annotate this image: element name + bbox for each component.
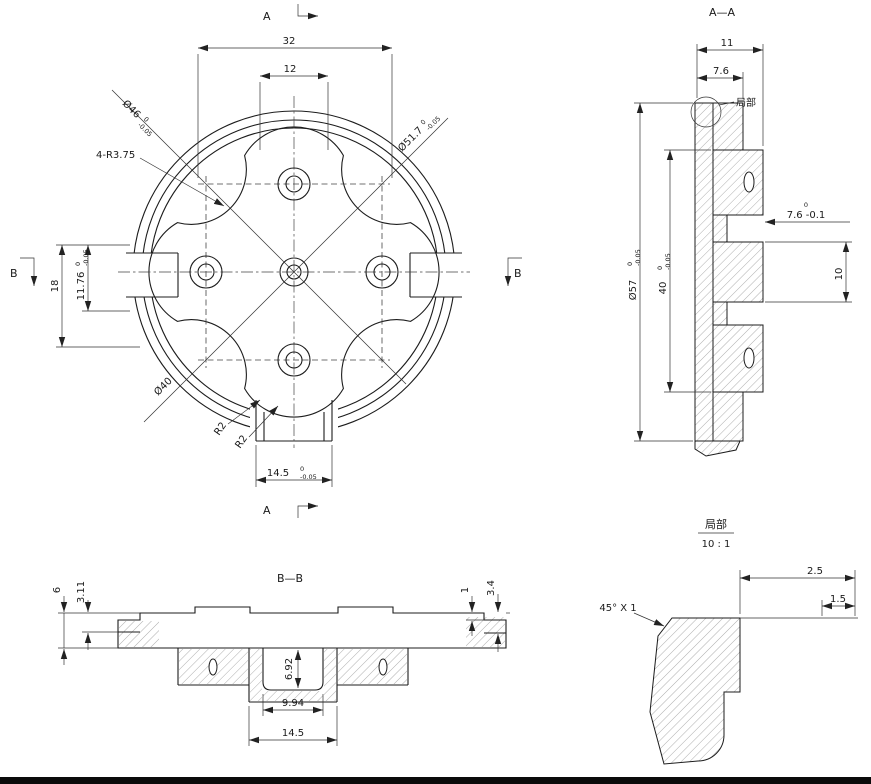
front-view-bottom-tab (250, 398, 338, 446)
dia57-tol-lower: -0.05 (634, 249, 642, 266)
aa-detail-balloon: 局部 (690, 96, 756, 128)
dim-9-94: 9.94 (262, 694, 324, 716)
section-marker-b-right: B (504, 257, 522, 286)
dim-11-76-tol-upper: 0 (74, 262, 82, 266)
section-aa-view: A—A 局部 11 (626, 6, 852, 457)
dim-2-5: 2.5 (739, 566, 856, 616)
dim-3-4-label: 3.4 (486, 580, 497, 596)
dim-32-label: 32 (283, 36, 296, 47)
front-view: 32 12 Ø46 0 -0.05 Ø51.7 0 -0.05 Ø40 4-R3… (10, 4, 522, 518)
dim-2-5-label: 2.5 (807, 566, 823, 577)
marker-a-top-label: A (263, 10, 271, 23)
section-bb-view: B—B (52, 572, 510, 746)
dim-1: 1 (460, 587, 484, 636)
marker-b-right-label: B (514, 267, 522, 280)
chamfer-label: 45° X 1 (599, 603, 636, 614)
dia57-label: Ø57 (627, 280, 639, 301)
marker-a-bottom-label: A (263, 504, 271, 517)
detail-profile (649, 617, 741, 765)
dim-6-label: 6 (52, 587, 63, 593)
dim-1-label: 1 (460, 587, 471, 593)
dim-11-label: 11 (721, 38, 734, 49)
dia51-label: Ø51.7 (396, 124, 426, 154)
dim-1-5-label: 1.5 (830, 594, 846, 605)
dim-dia57: Ø57 0 -0.05 (626, 102, 693, 442)
dim-7-6-tol-label: 7.6 -0.1 (787, 210, 826, 221)
section-bb-title: B—B (277, 572, 303, 585)
section-aa-title: A—A (709, 6, 736, 19)
aa-detail-label: 局部 (736, 96, 756, 109)
dim-14-5-tol-upper: 0 (300, 465, 304, 473)
dim-32: 32 (197, 36, 393, 178)
front-view-side-notches (118, 252, 470, 298)
dim-18: 18 (50, 244, 140, 348)
detail-title: 局部 (705, 517, 727, 531)
dim-9-94-label: 9.94 (282, 698, 304, 709)
dim-14-5-bb: 14.5 (248, 706, 338, 746)
marker-b-left-label: B (10, 267, 18, 280)
dim-11-76: 11.76 0 -0.05 (74, 245, 130, 312)
dim-40-tol-lower: -0.05 (664, 253, 672, 270)
dim-7-6-label: 7.6 (713, 66, 729, 77)
dia57-tol-upper: 0 (626, 262, 634, 266)
front-view-quatrefoil (148, 126, 440, 418)
r2-label-2: R2 (233, 434, 250, 451)
section-marker-b-left: B (10, 257, 38, 286)
bb-hatch (119, 617, 505, 701)
dim-7-6: 7.6 (697, 66, 744, 99)
dim-6-92-label: 6.92 (284, 658, 295, 680)
dia46-tol-lower: -0.05 (136, 121, 154, 139)
chamfer-callout: 45° X 1 (599, 603, 665, 627)
dia51-callout: Ø51.7 0 -0.05 (396, 115, 443, 154)
dim-7-6-tol: 0 7.6 -0.1 (765, 201, 850, 226)
dim-3-11-label: 3.11 (76, 581, 87, 603)
sheet-border-bar (0, 777, 871, 784)
dim-14-5-front-label: 14.5 (267, 468, 289, 479)
dia51-tol-upper: 0 (419, 118, 428, 127)
dim-7-6-tol-upper: 0 (804, 201, 808, 209)
lobe-radius-callout: 4-R3.75 (96, 150, 225, 207)
dim-6-92: 6.92 (284, 650, 302, 688)
front-view-diagonal-leaders (111, 89, 449, 423)
dim-14-5-tol-lower: -0.05 (300, 473, 317, 481)
dim-10-label: 10 (834, 268, 845, 281)
section-marker-a-bottom: A (263, 502, 318, 518)
dim-18-label: 18 (50, 280, 61, 293)
dia51-tol-lower: -0.05 (425, 115, 443, 133)
dia46-tol-upper: 0 (142, 115, 151, 124)
detail-scale: 10 : 1 (702, 539, 731, 550)
dim-12-label: 12 (284, 64, 297, 75)
bb-profile (117, 606, 507, 703)
dim-10: 10 (765, 241, 852, 303)
dim-40-tol-upper: 0 (656, 266, 664, 270)
dim-14-5-front: 14.5 0 -0.05 (255, 445, 333, 487)
dim-11-76-tol-lower: -0.05 (82, 249, 90, 266)
dim-3-11: 3.11 (76, 581, 118, 650)
dim-11: 11 (696, 38, 764, 146)
dim-40-label: 40 (658, 282, 669, 295)
dim-3-4: 3.4 (486, 580, 510, 652)
dia46-callout: Ø46 0 -0.05 (120, 98, 154, 139)
lobe-radius-label: 4-R3.75 (96, 150, 135, 161)
detail-view: 局部 10 : 1 2.5 1.5 45° X 1 (599, 517, 858, 765)
dim-14-5-bb-label: 14.5 (282, 728, 304, 739)
section-marker-a-top: A (263, 4, 318, 23)
aa-profile (694, 102, 764, 457)
dim-12: 12 (259, 64, 329, 150)
r2-label-1: R2 (212, 421, 229, 438)
dim-6: 6 (52, 587, 140, 665)
dim-11-76-label: 11.76 (76, 272, 87, 301)
dim-1-5: 1.5 (821, 594, 855, 616)
front-view-holes (189, 167, 399, 377)
dim-40: 40 0 -0.05 (656, 149, 711, 393)
